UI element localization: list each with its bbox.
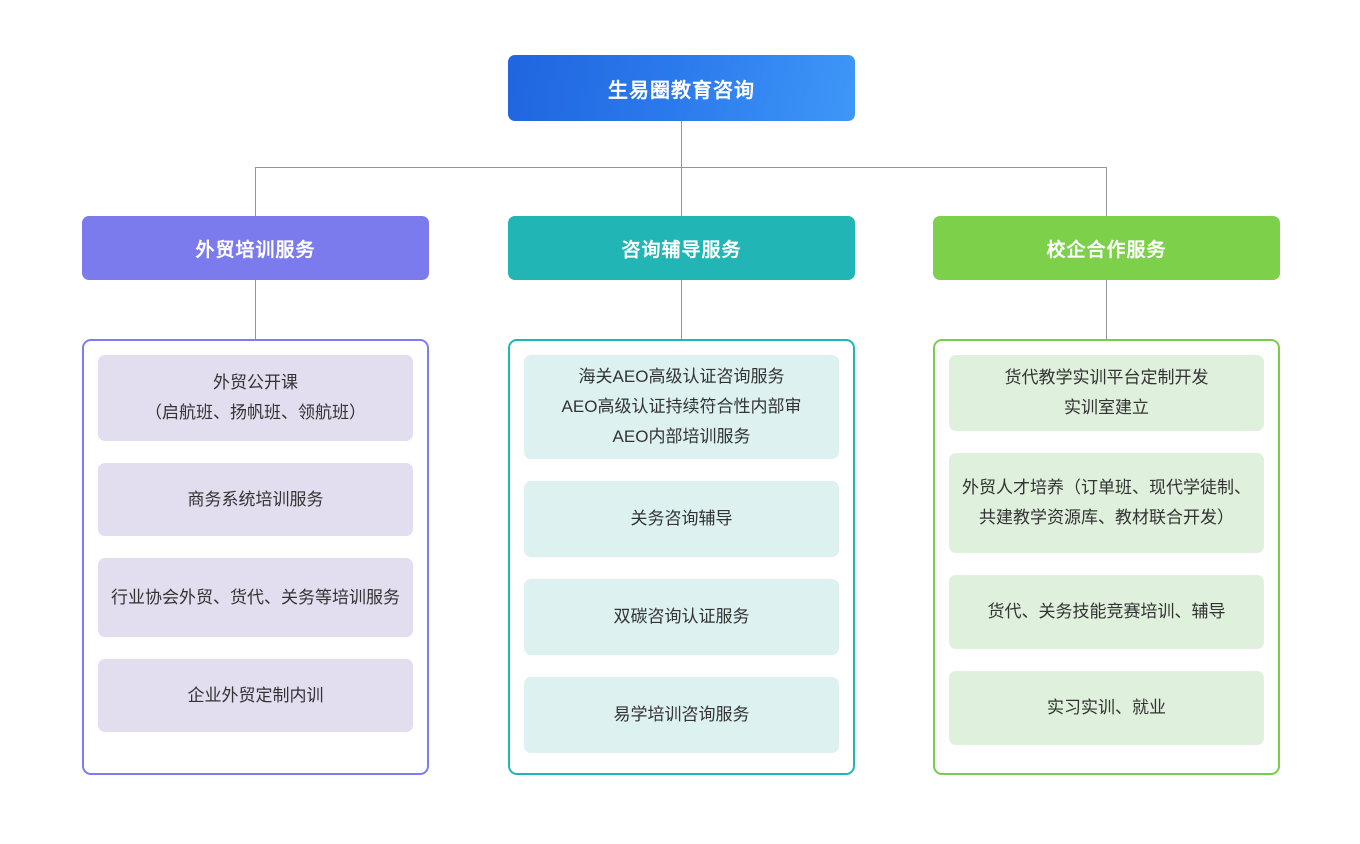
- connector-drop-col-0: [255, 167, 256, 216]
- leaf-item[interactable]: 双碳咨询认证服务: [524, 579, 839, 655]
- category-header-label-1: 咨询辅导服务: [621, 239, 742, 261]
- leaf-item[interactable]: 货代教学实训平台定制开发 实训室建立: [949, 355, 1264, 431]
- leaf-item[interactable]: 海关AEO高级认证咨询服务 AEO高级认证持续符合性内部审 AEO内部培训服务: [524, 355, 839, 459]
- connector-drop-col-1: [681, 167, 682, 216]
- leaf-item[interactable]: 货代、关务技能竞赛培训、辅导: [949, 575, 1264, 649]
- leaf-item[interactable]: 实习实训、就业: [949, 671, 1264, 745]
- leaf-item[interactable]: 外贸人才培养（订单班、现代学徒制、共建教学资源库、教材联合开发）: [949, 453, 1264, 553]
- leaf-item[interactable]: 易学培训咨询服务: [524, 677, 839, 753]
- category-header-2[interactable]: 校企合作服务: [933, 216, 1280, 280]
- leaf-item[interactable]: 企业外贸定制内训: [98, 659, 413, 732]
- category-header-1[interactable]: 咨询辅导服务: [508, 216, 855, 280]
- leaf-item[interactable]: 关务咨询辅导: [524, 481, 839, 557]
- leaf-item[interactable]: 行业协会外贸、货代、关务等培训服务: [98, 558, 413, 637]
- connector-header-to-group-1: [681, 280, 682, 339]
- leaf-item[interactable]: 外贸公开课 （启航班、扬帆班、领航班）: [98, 355, 413, 441]
- connector-root-stem: [681, 121, 682, 167]
- root-node[interactable]: 生易圈教育咨询: [508, 55, 855, 121]
- connector-drop-col-2: [1106, 167, 1107, 216]
- root-node-label: 生易圈教育咨询: [608, 79, 755, 102]
- category-header-0[interactable]: 外贸培训服务: [82, 216, 429, 280]
- connector-header-to-group-2: [1106, 280, 1107, 339]
- category-group-2: 货代教学实训平台定制开发 实训室建立 外贸人才培养（订单班、现代学徒制、共建教学…: [933, 339, 1280, 775]
- category-header-label-0: 外贸培训服务: [195, 239, 316, 261]
- category-group-1: 海关AEO高级认证咨询服务 AEO高级认证持续符合性内部审 AEO内部培训服务 …: [508, 339, 855, 775]
- leaf-item[interactable]: 商务系统培训服务: [98, 463, 413, 536]
- category-group-0: 外贸公开课 （启航班、扬帆班、领航班） 商务系统培训服务 行业协会外贸、货代、关…: [82, 339, 429, 775]
- category-header-label-2: 校企合作服务: [1046, 239, 1167, 261]
- connector-header-to-group-0: [255, 280, 256, 339]
